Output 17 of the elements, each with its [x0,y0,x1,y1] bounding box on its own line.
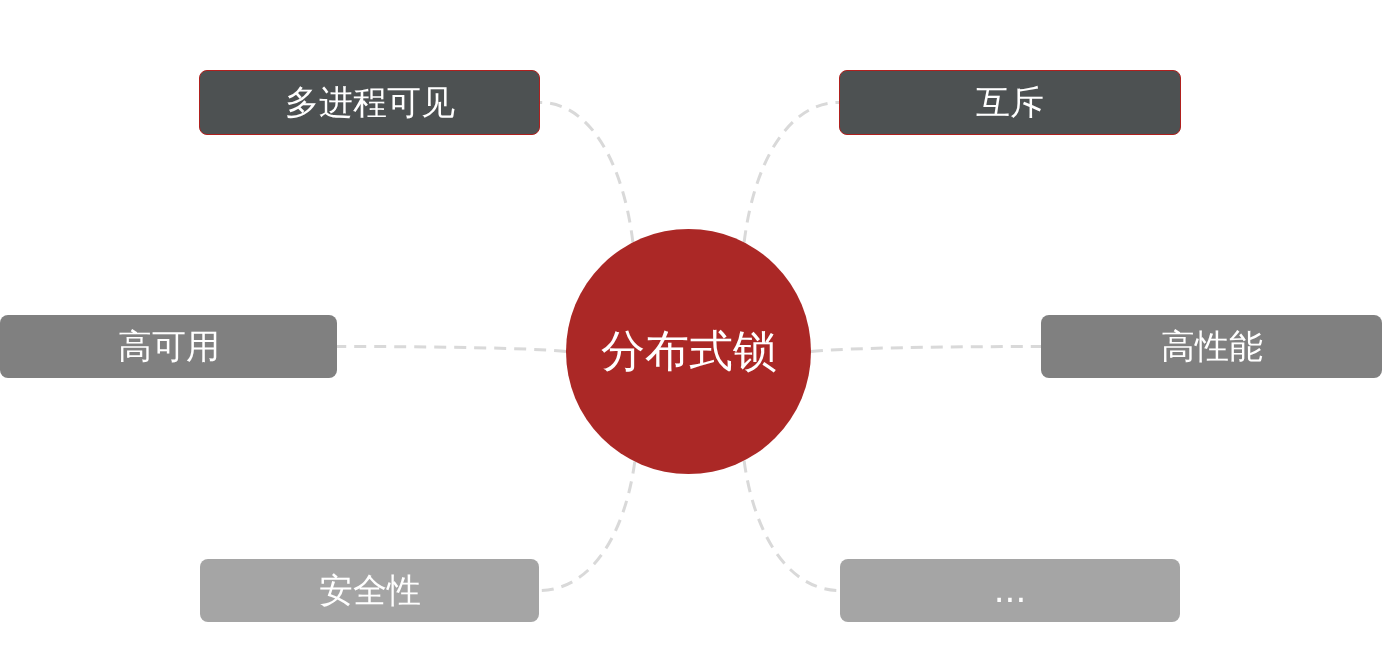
topic-box [839,70,1181,135]
connector-line [742,101,840,243]
topic-label: ... [993,571,1027,610]
topic-label: 多进程可见 [284,83,455,122]
topic-box [199,70,540,135]
topic-box [200,559,539,622]
topic-box [0,315,337,378]
topic-label: 高可用 [117,327,220,366]
topic-label: 高性能 [1160,327,1263,366]
topic-box [1041,315,1382,378]
connector-line [539,101,635,243]
connector-line [337,345,567,353]
connector-line [810,345,1041,353]
center-label: 分布式锁 [600,327,777,376]
topic-box [840,559,1180,622]
topic-label: 安全性 [318,571,421,610]
topic-label: 互斥 [976,83,1044,122]
